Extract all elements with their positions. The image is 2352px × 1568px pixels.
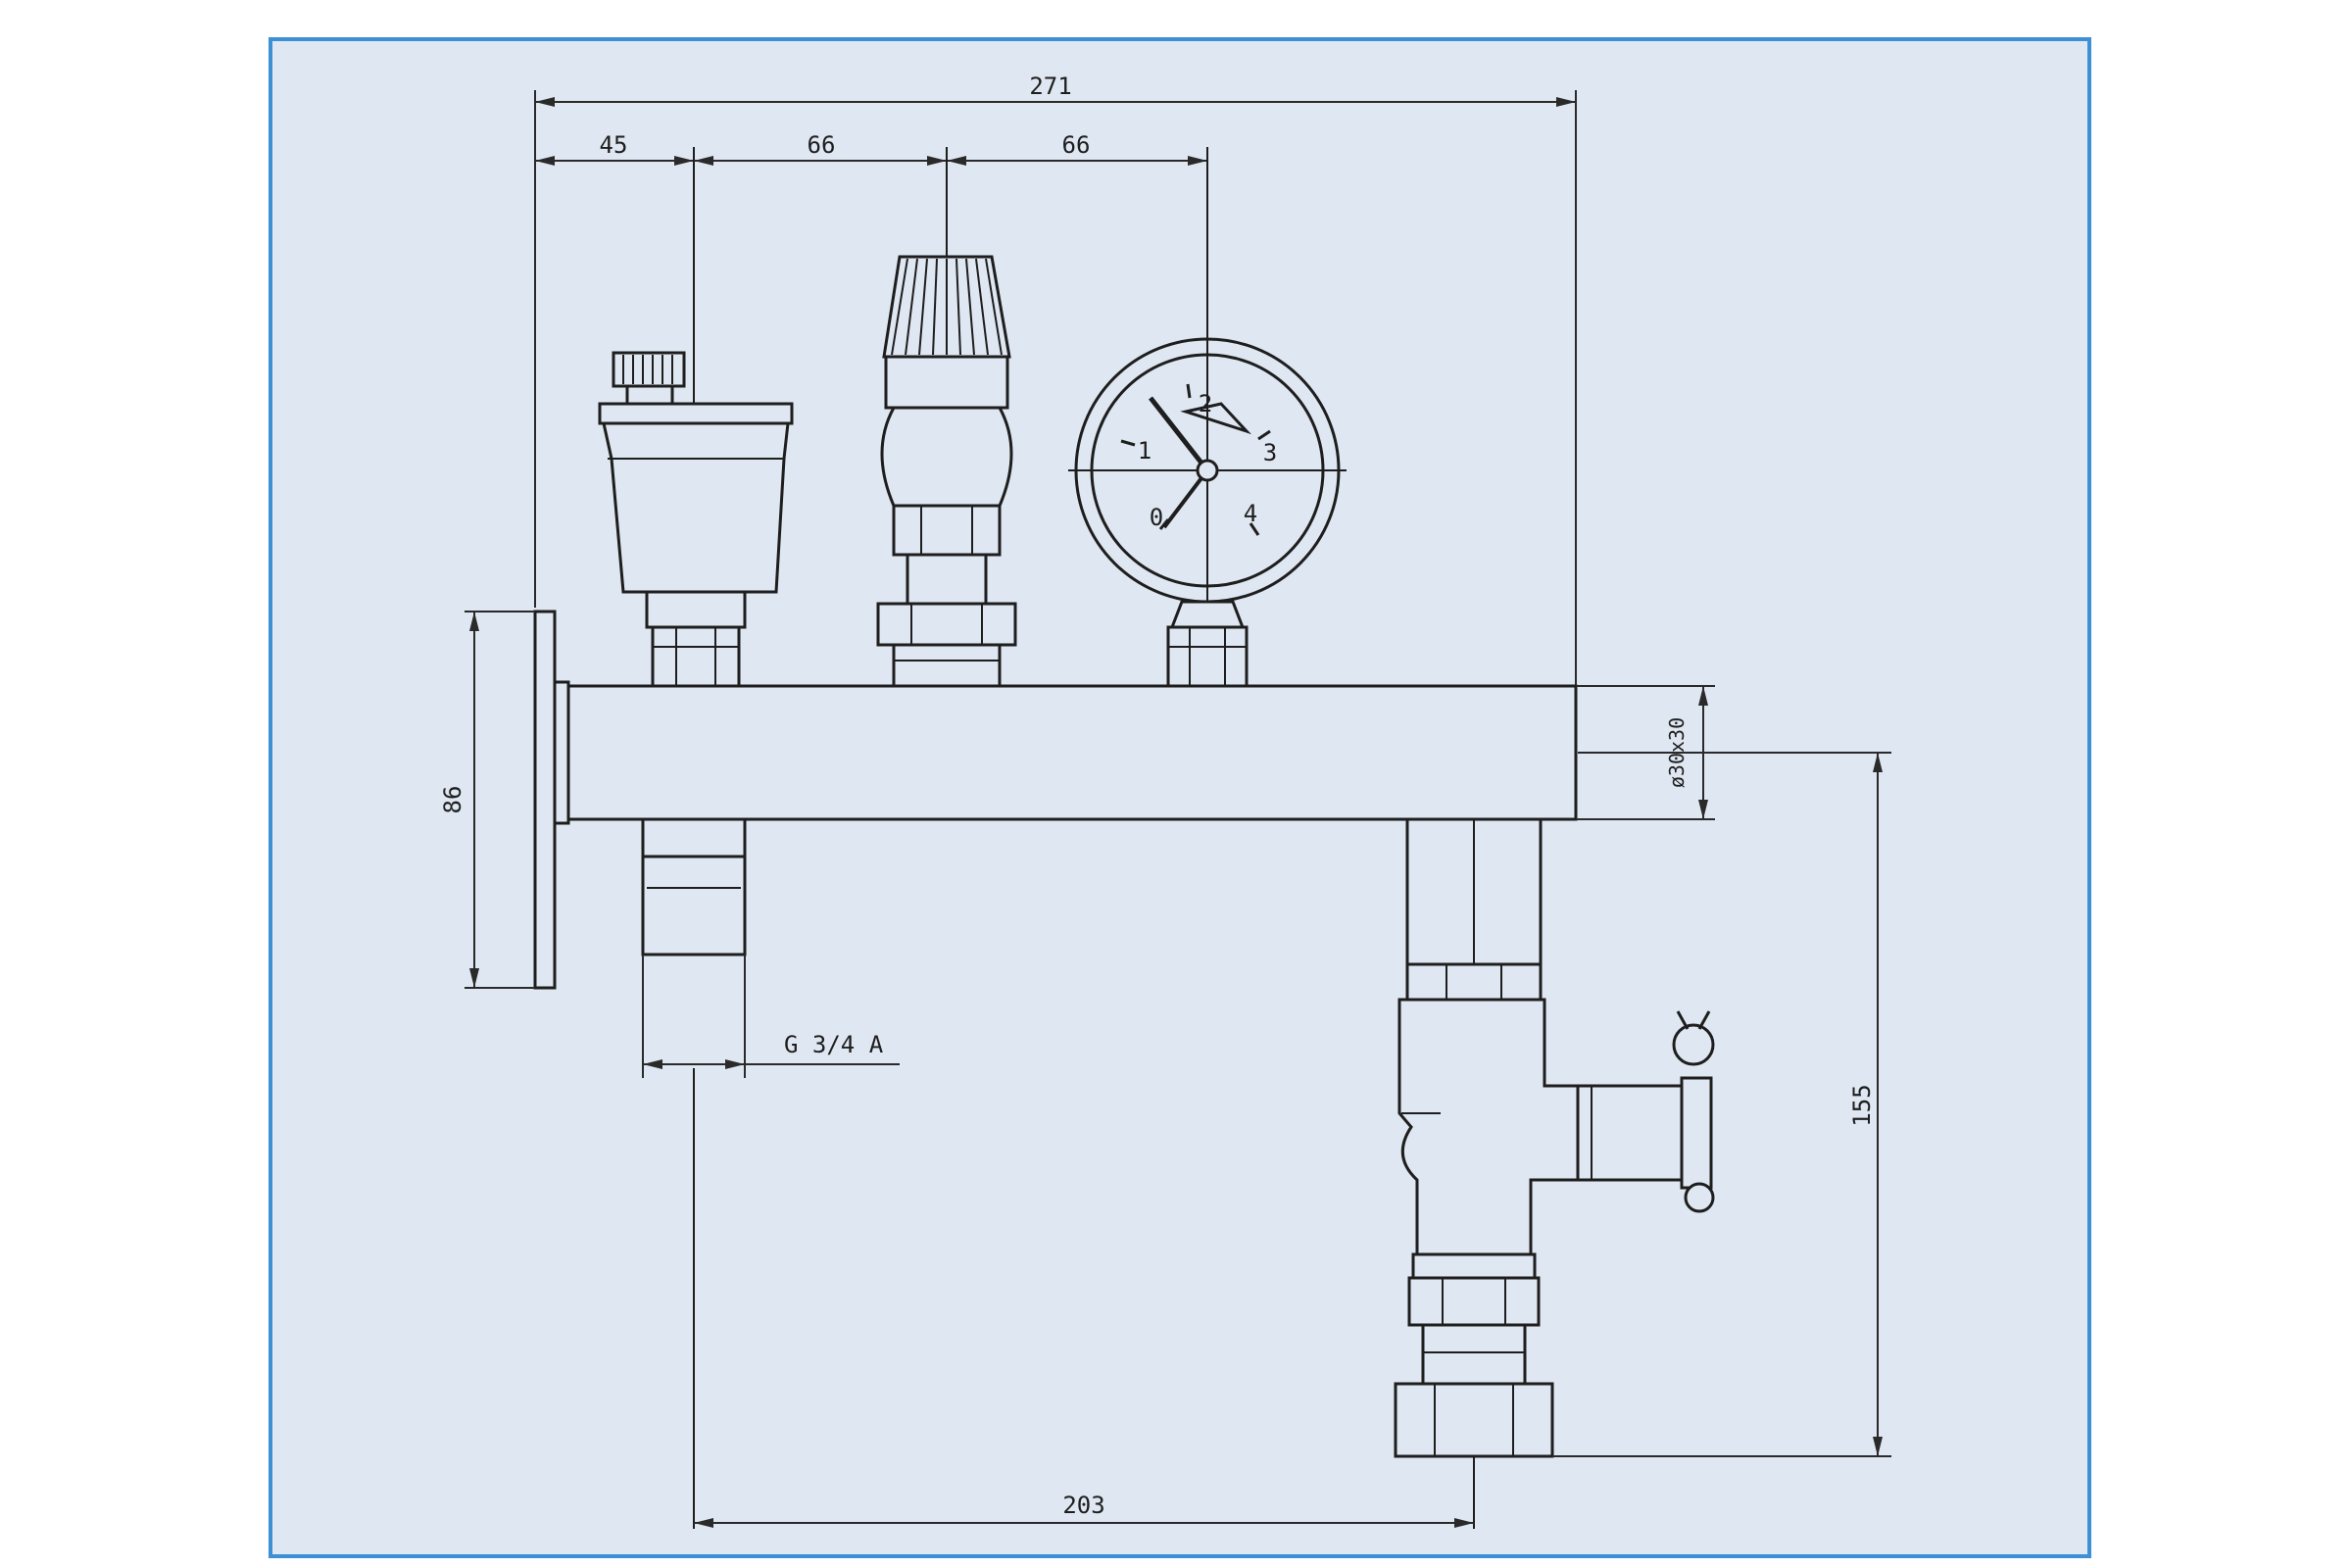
label-flange-height: 86: [439, 786, 466, 814]
gauge-number-1: 1: [1138, 437, 1152, 465]
dimension-flange-height: 86: [439, 611, 535, 989]
gauge-number-3: 3: [1263, 439, 1277, 466]
label-dist-3: 66: [1062, 131, 1091, 159]
dimension-thread: G 3/4 A: [642, 955, 900, 1078]
label-dist-1: 45: [600, 131, 628, 159]
automatic-air-vent: [598, 351, 794, 688]
dimension-overall-width: 271: [534, 73, 1577, 686]
label-thread: G 3/4 A: [784, 1031, 884, 1058]
pressure-gauge: 0 1 2 3 4: [1068, 331, 1347, 688]
label-vertical-height: 155: [1848, 1084, 1876, 1126]
safety-valve: [876, 255, 1017, 688]
gauge-number-4: 4: [1244, 500, 1257, 527]
dimension-horizontal-distance: 203: [694, 1492, 1474, 1528]
drain-valve-assembly: [1394, 817, 1715, 1458]
dimension-vertical-height: 155: [1552, 752, 1891, 1457]
dimension-row-2: 45 66 66: [535, 131, 1207, 166]
gauge-number-0: 0: [1150, 504, 1163, 531]
gauge-number-2: 2: [1199, 390, 1212, 417]
label-dist-2: 66: [808, 131, 836, 159]
label-horizontal-distance: 203: [1062, 1492, 1104, 1519]
lower-thread-connection: [641, 817, 747, 956]
label-overall-width: 271: [1029, 73, 1071, 100]
main-pipe: [533, 610, 1578, 990]
